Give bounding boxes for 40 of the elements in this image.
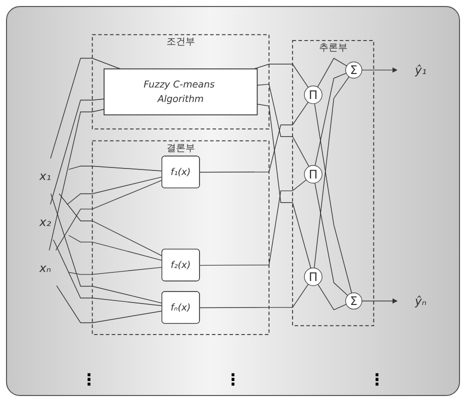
- node-circle: Π: [304, 86, 322, 104]
- connector: [317, 58, 348, 88]
- node-text: xₙ: [39, 261, 52, 276]
- node-box: Fuzzy C-means Algorithm: [104, 68, 258, 116]
- arrow: [362, 68, 398, 74]
- connector: [68, 267, 162, 276]
- connector: [314, 76, 350, 269]
- connector: [68, 166, 162, 172]
- ellipsis-dots: ⋮: [81, 370, 97, 389]
- connector: [58, 194, 162, 257]
- node-text: ŷ₁: [414, 63, 427, 78]
- connector: [199, 284, 309, 308]
- connector: [50, 99, 104, 206]
- ellipsis-dots: ⋮: [369, 370, 385, 389]
- node-circle: Π: [304, 268, 322, 286]
- connector: [318, 284, 347, 311]
- node-text: x₁: [39, 169, 52, 184]
- connector: [314, 183, 348, 296]
- connector: [256, 104, 312, 269]
- ellipsis-dots: ⋮: [225, 370, 241, 389]
- connector: [254, 64, 309, 88]
- node-circle: Π: [304, 166, 322, 184]
- connector: [55, 180, 162, 252]
- connector: [68, 235, 162, 262]
- connector: [314, 104, 352, 294]
- connector: [50, 58, 121, 160]
- node-text: x₂: [39, 215, 52, 230]
- node-circle: Σ: [345, 292, 362, 310]
- connector: [314, 73, 347, 166]
- connector: [56, 286, 162, 324]
- connector: [199, 180, 307, 266]
- connector: [66, 176, 162, 206]
- connector: [256, 84, 310, 168]
- arrow: [362, 298, 398, 304]
- connector: [50, 194, 162, 304]
- connector: [48, 109, 104, 252]
- node-circle: Σ: [345, 62, 362, 79]
- connector: [199, 102, 309, 173]
- connector: [53, 240, 162, 306]
- node-text: ŷₙ: [414, 294, 427, 308]
